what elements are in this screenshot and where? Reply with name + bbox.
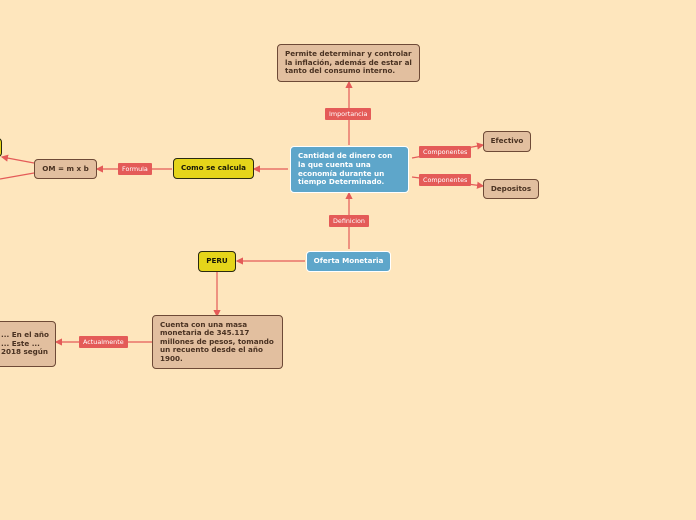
- peru-text: PERU: [206, 256, 228, 266]
- label-componentes-2[interactable]: Componentes: [419, 174, 472, 186]
- efectivo-text: Efectivo: [490, 136, 524, 146]
- peru-detail-text: Cuenta con una masa monetaria de 345.117…: [160, 319, 274, 363]
- actualmente-text: ... En el año ... Este ... 2018 según: [1, 330, 49, 357]
- como-se-calcula-text: Como se calcula: [180, 163, 247, 173]
- importancia-text: Permite determinar y controlar la inflac…: [285, 49, 412, 76]
- como-se-calcula-node[interactable]: Como se calcula: [173, 158, 254, 179]
- peru-detail-node[interactable]: Cuenta con una masa monetaria de 345.117…: [152, 315, 283, 369]
- formula-text: OM = m x b: [42, 163, 89, 173]
- peru-node[interactable]: PERU: [198, 251, 236, 272]
- definition-text: Cantidad de dinero con la que cuenta una…: [298, 151, 393, 187]
- actualmente-node[interactable]: ... En el año ... Este ... 2018 según: [0, 321, 56, 367]
- link-formula-to-offscreen-top: [0, 154, 35, 164]
- label-componentes-1[interactable]: Componentes: [419, 146, 472, 158]
- depositos-text: Depositos: [490, 183, 532, 193]
- label-definicion[interactable]: Definicion: [329, 215, 369, 227]
- oferta-monetaria-text: Oferta Monetaria: [313, 256, 384, 266]
- definition-node[interactable]: Cantidad de dinero con la que cuenta una…: [290, 146, 409, 193]
- label-actualmente[interactable]: Actualmente: [79, 336, 128, 348]
- formula-node[interactable]: OM = m x b: [34, 159, 97, 179]
- label-formula[interactable]: Formula: [118, 163, 152, 175]
- offscreen-node-edge[interactable]: [0, 138, 2, 157]
- link-formula-to-offscreen-bottom: [0, 172, 35, 180]
- oferta-monetaria-node[interactable]: Oferta Monetaria: [306, 251, 391, 272]
- efectivo-node[interactable]: Efectivo: [483, 131, 531, 152]
- depositos-node[interactable]: Depositos: [483, 179, 539, 199]
- label-importancia[interactable]: Importancia: [325, 108, 372, 120]
- importancia-node[interactable]: Permite determinar y controlar la inflac…: [277, 44, 420, 82]
